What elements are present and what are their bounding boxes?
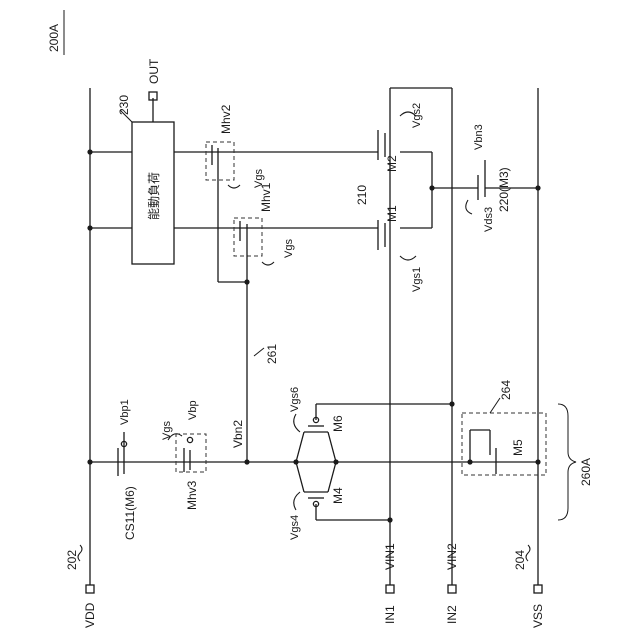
junction <box>387 517 392 522</box>
junction <box>535 459 540 464</box>
vbn3-label: Vbn3 <box>473 124 485 150</box>
junction <box>449 401 454 406</box>
m2-label: M2 <box>385 155 399 172</box>
mhv1-box <box>234 218 262 256</box>
mhv2-label: Mhv2 <box>219 104 233 134</box>
m6-label: M6 <box>331 415 345 432</box>
in1-pin <box>386 585 394 593</box>
vgs2-label: Vgs2 <box>411 103 423 128</box>
mhv1-vgs-arrow <box>262 262 274 265</box>
m5-label: M5 <box>511 439 525 456</box>
mhv3-vgs-label: Vgs <box>161 421 173 440</box>
ref-260a: 260A <box>579 458 593 486</box>
brace-260a <box>558 404 576 520</box>
ref-202: 202 <box>65 550 79 570</box>
mhv1-vgs-label: Vgs <box>283 239 295 258</box>
mhv2-vgs-arrow <box>228 185 240 188</box>
in2-pin-label: IN2 <box>445 605 459 624</box>
junction <box>87 225 92 230</box>
m1-label: M1 <box>385 205 399 222</box>
vgs1-label: Vgs1 <box>411 267 423 292</box>
junction <box>293 459 298 464</box>
bridge-left-top <box>296 432 304 462</box>
figure-id: 200A <box>47 24 61 52</box>
vdd-pin-label: VDD <box>83 602 97 628</box>
junction <box>244 459 249 464</box>
active-load-label: 能動負荷 <box>147 172 161 220</box>
ref-204: 204 <box>513 550 527 570</box>
vdd-pin <box>86 585 94 593</box>
ref-261: 261 <box>265 344 279 364</box>
vbp-label: Vbp <box>187 400 199 420</box>
vgs6-label: Vgs6 <box>289 387 301 412</box>
vds3-label: Vds3 <box>483 207 495 232</box>
junction <box>535 185 540 190</box>
mhv1-label: Mhv1 <box>259 182 273 212</box>
m5-box <box>462 413 546 475</box>
vds3-arrow <box>466 200 472 214</box>
ref-210: 210 <box>355 185 369 205</box>
ref-261-leader <box>254 348 264 356</box>
in2-pin <box>448 585 456 593</box>
vgs6-arrow <box>294 414 300 432</box>
mhv3-bubble <box>187 437 192 442</box>
junction <box>87 149 92 154</box>
vss-pin-label: VSS <box>531 604 545 628</box>
in1-pin-label: IN1 <box>383 605 397 624</box>
ref-264-leader <box>490 398 500 413</box>
ref-264: 264 <box>499 380 513 400</box>
vbp1-label: Vbp1 <box>119 399 131 425</box>
bridge-right-top <box>328 432 336 462</box>
mhv3-box <box>176 434 206 472</box>
m4-label: M4 <box>331 487 345 504</box>
mhv2-box <box>206 142 234 180</box>
vgs4-label: Vgs4 <box>289 515 301 540</box>
vin2-label: VIN2 <box>445 543 459 570</box>
vin1-label: VIN1 <box>383 543 397 570</box>
cs11-label: CS11(M6) <box>123 486 137 540</box>
ref-220: 220(M3) <box>497 167 511 212</box>
vgs4-arrow <box>294 492 300 510</box>
ref-230: 230 <box>117 95 131 115</box>
junction <box>467 459 472 464</box>
bridge-left-bottom <box>296 462 304 492</box>
vss-pin <box>534 585 542 593</box>
junction <box>87 459 92 464</box>
mhv3-label: Mhv3 <box>185 480 199 510</box>
vbn2-label: Vbn2 <box>231 420 245 448</box>
out-pin-label: OUT <box>147 58 161 84</box>
vgs1-arrow <box>400 256 416 260</box>
junction <box>333 459 338 464</box>
